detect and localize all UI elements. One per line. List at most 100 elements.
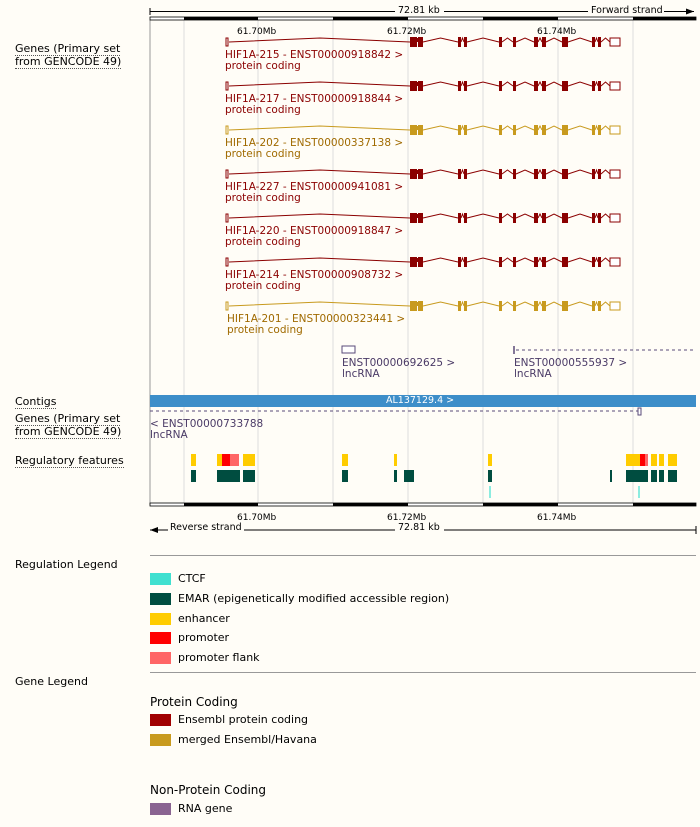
exon [592,301,595,311]
bottom-ruler [149,502,697,534]
exon [592,257,595,267]
exon [418,81,423,91]
transcript-model[interactable] [225,256,621,267]
tick-label-bottom-3: 61.74Mb [537,513,577,523]
grid-lines [183,20,634,505]
protein-coding-heading: Protein Coding [150,695,238,709]
tick-label-top-1: 61.70Mb [237,27,277,37]
exon [542,301,546,311]
transcript-model[interactable] [225,212,621,223]
exon [513,257,516,267]
track-label-genes-secondary[interactable]: Genes (Primary set from GENCODE 49) [15,412,122,439]
exon [458,37,461,47]
exon [609,37,621,47]
regulatory-feature [488,454,492,466]
exon [534,257,538,267]
exon [513,37,516,47]
exon [534,81,538,91]
exon [598,257,601,267]
regulation-legend-heading: Regulation Legend [15,558,118,571]
exon [542,169,546,179]
exon [499,125,502,135]
transcript-model[interactable] [225,124,621,135]
transcript-label-202[interactable]: HIF1A-202 - ENST00000337138 >protein cod… [225,137,404,160]
emar-feature [626,470,648,482]
exon [592,37,595,47]
exon [562,301,568,311]
emar-feature [243,470,255,482]
transcript-label-214[interactable]: HIF1A-214 - ENST00000908732 >protein cod… [225,269,404,292]
exon [464,125,467,135]
exon [609,257,621,267]
top-ruler [149,8,697,21]
exon [609,169,621,179]
tick-label-top-2: 61.72Mb [387,27,427,37]
transcript-label-217[interactable]: HIF1A-217 - ENST00000918844 >protein cod… [225,93,404,116]
regulatory-feature [342,454,348,466]
exon [513,81,516,91]
exon [410,81,417,91]
regulatory-feature [640,454,645,466]
exon [542,37,546,47]
regulatory-feature [191,454,196,466]
exon [410,301,417,311]
transcript-model[interactable] [225,80,621,91]
exon [534,37,538,47]
exon [410,125,417,135]
lncrna-label-692625[interactable]: ENST00000692625 >lncRNA [342,357,456,380]
track-label-regulatory-features[interactable]: Regulatory features [15,454,124,468]
emar-feature [404,470,414,482]
lncrna-top-features [341,345,696,354]
forward-strand-label: Forward strand [591,5,663,16]
track-label-genes-primary[interactable]: Genes (Primary set from GENCODE 49) [15,42,122,69]
transcript-model[interactable] [225,36,621,47]
transcript-model[interactable] [225,168,621,179]
exon [464,37,467,47]
legend-swatch [150,573,171,585]
regulatory-feature [651,454,657,466]
exon [598,301,601,311]
exon [410,169,417,179]
legend-swatch [150,652,171,664]
transcript-label-201[interactable]: HIF1A-201 - ENST00000323441 >protein cod… [227,313,406,336]
transcript-label-227[interactable]: HIF1A-227 - ENST00000941081 >protein cod… [225,181,404,204]
transcript-models [225,36,621,311]
regulatory-feature [645,454,648,466]
exon [592,81,595,91]
legend-swatch [150,613,171,625]
emar-feature [610,470,612,482]
transcript-label-215[interactable]: HIF1A-215 - ENST00000918842 >protein cod… [225,49,404,72]
exon [609,301,621,311]
gene-legend-heading: Gene Legend [15,675,88,688]
exon [513,213,516,223]
exon [562,125,568,135]
transcript-model[interactable] [225,300,621,311]
emar-feature [651,470,657,482]
non-protein-coding-heading: Non-Protein Coding [150,783,267,797]
regulatory-feature [222,454,225,466]
exon [410,37,417,47]
exon [458,213,461,223]
exon [609,213,621,223]
exon [598,81,601,91]
lncrna-feature-692625 [341,345,356,354]
span-label-bottom: 72.81 kb [398,522,440,533]
reverse-strand-label: Reverse strand [170,522,242,533]
lncrna-label-555937[interactable]: ENST00000555937 >lncRNA [514,357,628,380]
contig-label[interactable]: AL137129.4 > [386,395,455,406]
exon [609,81,621,91]
lncrna-bottom-feature [150,407,642,416]
emar-feature [217,470,240,482]
tick-label-bottom-2: 61.72Mb [387,513,427,523]
exon [464,257,467,267]
exon [458,257,461,267]
exon [458,169,461,179]
exon [418,37,423,47]
transcript-label-220[interactable]: HIF1A-220 - ENST00000918847 >protein cod… [225,225,404,248]
exon [410,213,417,223]
exon [562,37,568,47]
track-label-contigs[interactable]: Contigs [15,395,57,409]
emar-feature [488,470,492,482]
